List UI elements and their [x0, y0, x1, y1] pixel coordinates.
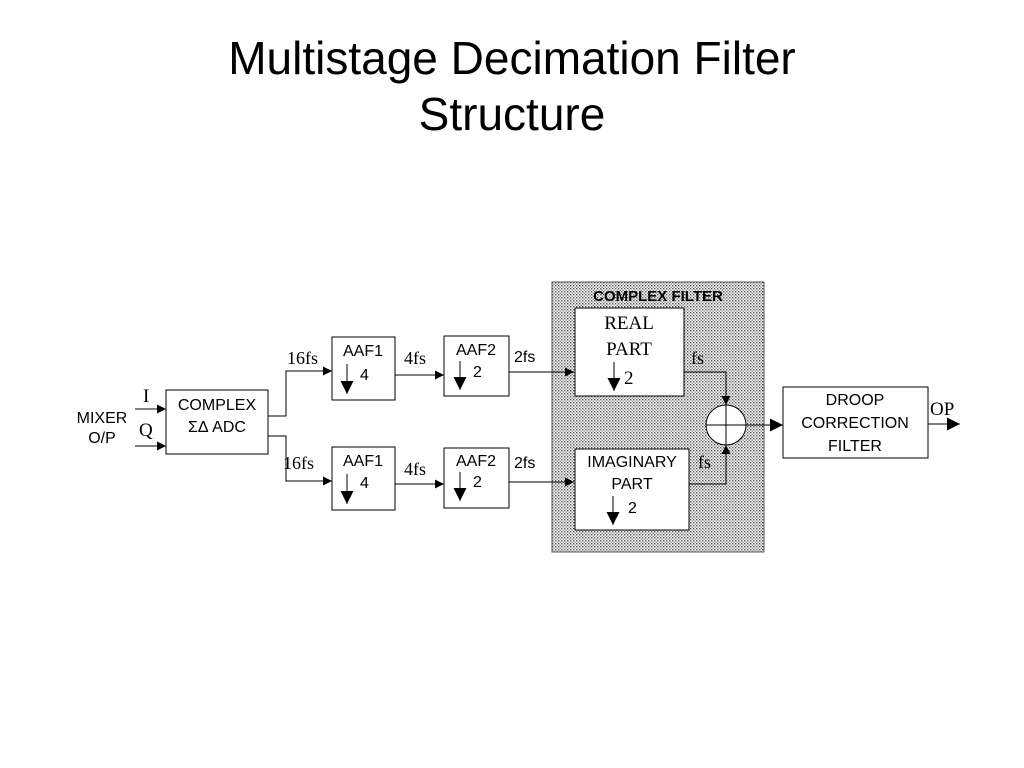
summing-junction — [705, 404, 747, 446]
rate-16fs-bottom: 16fs — [283, 453, 314, 473]
wire-real-to-sum — [684, 371, 731, 405]
title-line-2: Structure — [418, 88, 606, 140]
complex-filter-label: COMPLEX FILTER — [593, 288, 723, 305]
rate-2fs-top: 2fs — [514, 349, 535, 366]
droop-line3: FILTER — [828, 438, 882, 455]
title-line-1: Multistage Decimation Filter — [228, 32, 796, 84]
aaf2-top-label: AAF2 — [456, 342, 496, 359]
i-input-label: I — [143, 386, 149, 407]
aaf1-block-top — [331, 336, 396, 401]
real-part-factor: 2 — [624, 368, 634, 389]
droop-line2: CORRECTION — [801, 415, 909, 432]
aaf2-bottom-factor: 2 — [473, 474, 482, 491]
imag-part-line2: PART — [611, 476, 652, 493]
aaf1-bottom-label: AAF1 — [343, 453, 383, 470]
rate-4fs-bottom: 4fs — [404, 459, 426, 479]
rate-2fs-bottom: 2fs — [514, 455, 535, 472]
real-part-line1: REAL — [604, 313, 654, 334]
adc-label-line2: ΣΔ ADC — [188, 419, 246, 436]
droop-line1: DROOP — [826, 392, 885, 409]
imag-part-line1: IMAGINARY — [587, 454, 677, 471]
imaginary-part-block — [574, 448, 690, 531]
slide-title: Multistage Decimation Filter Structure — [0, 30, 1024, 142]
real-part-block — [574, 307, 685, 397]
aaf1-top-label: AAF1 — [343, 343, 383, 360]
mixer-label-line2: O/P — [88, 430, 116, 447]
complex-adc-block — [165, 389, 269, 455]
wire-adc-to-aaf1-top — [268, 366, 332, 417]
q-input-label: Q — [139, 420, 153, 441]
wire-imag-to-sum — [689, 445, 731, 485]
adc-label-line1: COMPLEX — [178, 397, 257, 414]
mixer-label-line1: MIXER — [77, 410, 128, 427]
droop-correction-block — [782, 386, 929, 459]
rate-16fs-top: 16fs — [287, 348, 318, 368]
imag-part-factor: 2 — [628, 500, 637, 517]
aaf2-top-factor: 2 — [473, 364, 482, 381]
rate-4fs-top: 4fs — [404, 348, 426, 368]
aaf1-top-factor: 4 — [360, 367, 369, 384]
real-part-line2: PART — [606, 339, 652, 360]
aaf1-bottom-factor: 4 — [360, 475, 369, 492]
rate-fs-top: fs — [691, 348, 704, 368]
wire-adc-to-aaf1-bottom — [268, 435, 332, 486]
output-label: OP — [930, 399, 954, 420]
aaf2-bottom-label: AAF2 — [456, 453, 496, 470]
rate-fs-bottom: fs — [698, 452, 711, 472]
